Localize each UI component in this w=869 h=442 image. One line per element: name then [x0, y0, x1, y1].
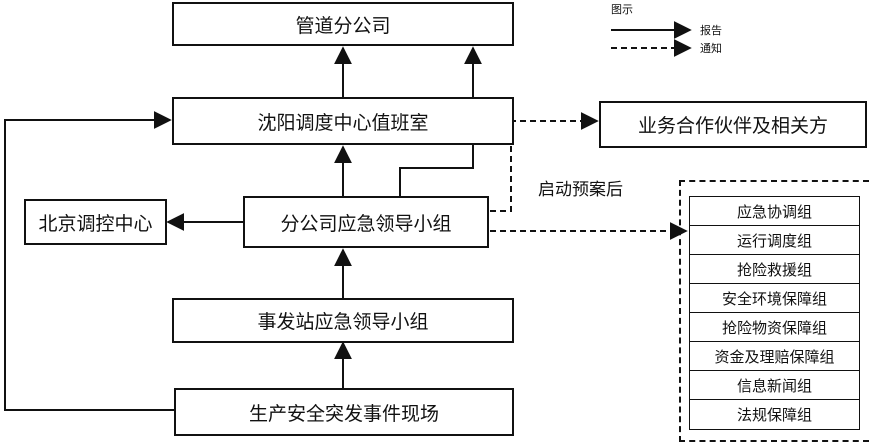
legend-report-label: 报告: [700, 24, 722, 37]
legend-title: 图示: [611, 3, 633, 16]
group-item: 抢险物资保障组: [690, 313, 859, 342]
group-item: 应急协调组: [690, 197, 859, 226]
node-branch-leadership: 分公司应急领导小组: [243, 196, 489, 248]
group-item: 抢险救援组: [690, 255, 859, 284]
node-beijing-control: 北京调控中心: [24, 199, 167, 245]
node-incident-site: 生产安全突发事件现场: [174, 388, 514, 436]
group-item: 信息新闻组: [690, 371, 859, 400]
group-item: 资金及理赔保障组: [690, 342, 859, 371]
group-item: 安全环境保障组: [690, 284, 859, 313]
group-item: 法规保障组: [736, 406, 812, 424]
node-pipeline-company: 管道分公司: [172, 2, 514, 46]
group-item: 运行调度组: [690, 226, 859, 255]
arrow-site-to-duty: [4, 111, 174, 411]
node-shenyang-duty-room: 沈阳调度中心值班室: [172, 97, 514, 145]
node-business-partners: 业务合作伙伴及相关方: [599, 101, 867, 148]
notify-branch-to-partners: [490, 112, 599, 212]
groups-list: 应急协调组 运行调度组 抢险救援组 安全环境保障组 抢险物资保障组 资金及理赔保…: [689, 196, 860, 430]
legend-notify-label: 通知: [700, 42, 722, 55]
after-plan-label: 启动预案后: [538, 180, 623, 200]
node-station-leadership: 事发站应急领导小组: [172, 298, 514, 343]
